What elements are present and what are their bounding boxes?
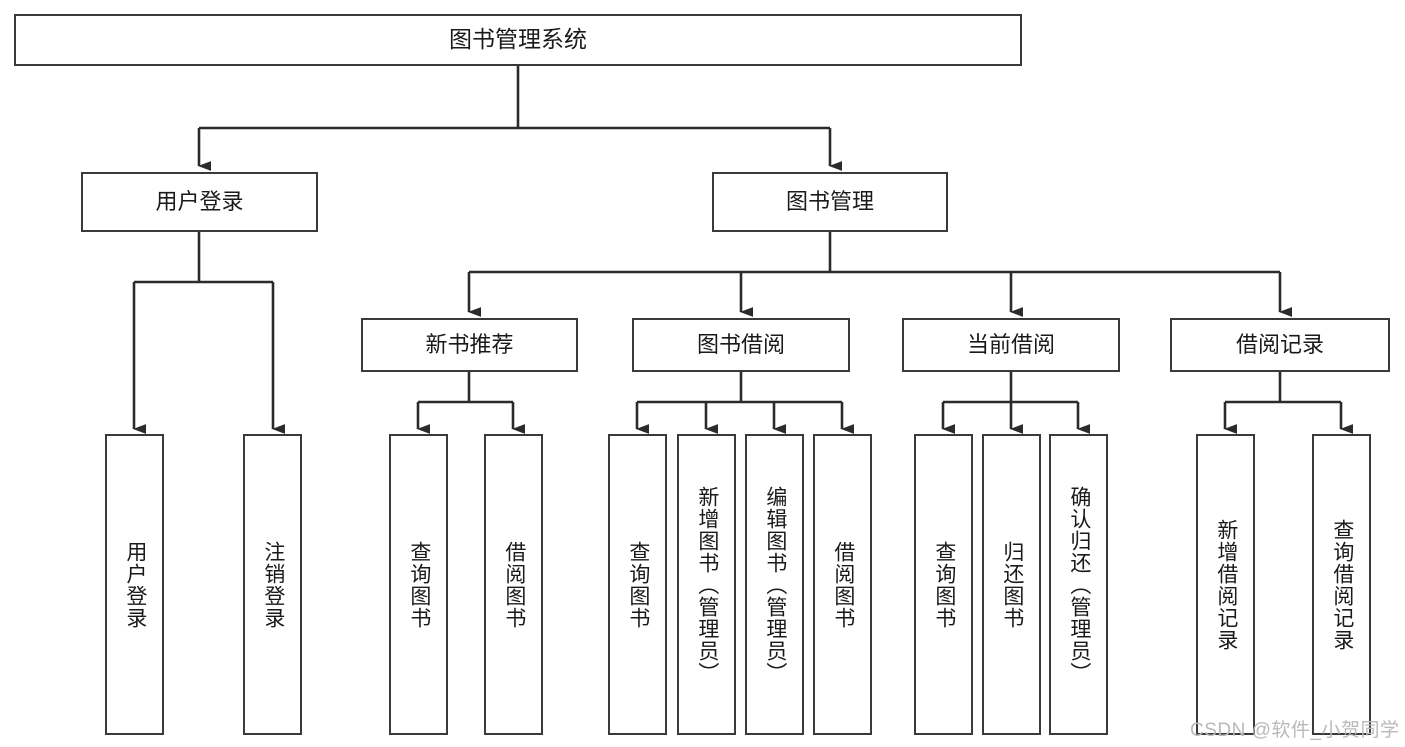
leaf-book-borrow-borrow[interactable]: 借阅图书 xyxy=(813,434,872,735)
leaf-borrow-record-query[interactable]: 查询借阅记录 xyxy=(1312,434,1371,735)
node-label: 查询借阅记录 xyxy=(1330,518,1354,651)
leaf-book-borrow-add[interactable]: 新增图书（管理员） xyxy=(677,434,736,735)
node-label: 借阅图书 xyxy=(502,540,526,629)
leaf-borrow-record-add[interactable]: 新增借阅记录 xyxy=(1196,434,1255,735)
node-label: 用户登录 xyxy=(123,540,147,629)
node-current-borrow[interactable]: 当前借阅 xyxy=(902,318,1120,372)
node-label: 借阅图书 xyxy=(831,540,855,629)
leaf-user-login-logout[interactable]: 注销登录 xyxy=(243,434,302,735)
node-label: 图书借阅 xyxy=(696,332,785,358)
leaf-new-book-query[interactable]: 查询图书 xyxy=(389,434,448,735)
leaf-current-borrow-confirm-return[interactable]: 确认归还（管理员） xyxy=(1049,434,1108,735)
node-label: 确认归还（管理员） xyxy=(1067,485,1091,684)
node-label: 查询图书 xyxy=(932,540,956,629)
node-borrow-record[interactable]: 借阅记录 xyxy=(1170,318,1390,372)
node-label: 查询图书 xyxy=(626,540,650,629)
node-book-management[interactable]: 图书管理 xyxy=(712,172,948,232)
node-new-book-recommend[interactable]: 新书推荐 xyxy=(361,318,578,372)
node-label: 新书推荐 xyxy=(425,332,514,358)
leaf-current-borrow-return[interactable]: 归还图书 xyxy=(982,434,1041,735)
node-label: 新增借阅记录 xyxy=(1214,518,1238,651)
leaf-new-book-borrow[interactable]: 借阅图书 xyxy=(484,434,543,735)
watermark-text: CSDN @软件_小贺同学 xyxy=(1190,720,1400,741)
node-label: 新增图书（管理员） xyxy=(695,485,719,684)
leaf-current-borrow-query[interactable]: 查询图书 xyxy=(914,434,973,735)
leaf-book-borrow-edit[interactable]: 编辑图书（管理员） xyxy=(745,434,804,735)
node-label: 归还图书 xyxy=(1000,540,1024,629)
node-label: 当前借阅 xyxy=(966,332,1055,358)
node-label: 图书管理系统 xyxy=(449,26,587,53)
node-book-borrow[interactable]: 图书借阅 xyxy=(632,318,850,372)
leaf-book-borrow-query[interactable]: 查询图书 xyxy=(608,434,667,735)
node-user-login[interactable]: 用户登录 xyxy=(81,172,318,232)
node-label: 查询图书 xyxy=(407,540,431,629)
node-label: 借阅记录 xyxy=(1235,332,1324,358)
node-label: 用户登录 xyxy=(155,189,244,215)
node-label: 注销登录 xyxy=(261,540,285,629)
node-label: 编辑图书（管理员） xyxy=(763,485,787,684)
node-label: 图书管理 xyxy=(785,189,874,215)
leaf-user-login-login[interactable]: 用户登录 xyxy=(105,434,164,735)
node-root-system[interactable]: 图书管理系统 xyxy=(14,14,1022,66)
